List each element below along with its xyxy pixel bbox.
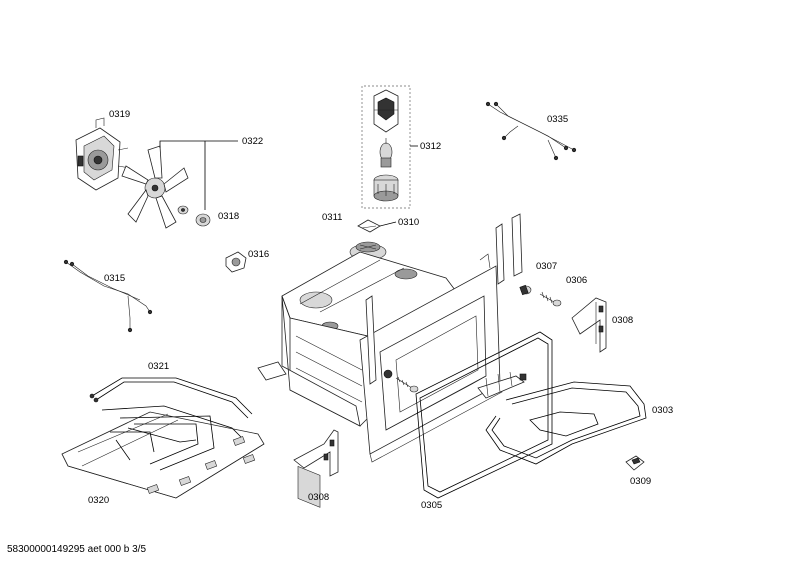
wire-harness-0315	[63, 259, 153, 333]
label-0321: 0321	[148, 361, 169, 372]
label-0306: 0306	[566, 275, 587, 286]
nut-part-0318	[195, 213, 211, 227]
label-0335: 0335	[547, 114, 568, 125]
label-0309: 0309	[630, 476, 651, 487]
drawing-reference-footer: 58300000149295 aet 000 b 3/5	[7, 544, 146, 555]
lamp-bulb-part	[379, 138, 393, 168]
screw-part-0306	[539, 291, 562, 307]
bracket-part-0311	[357, 219, 381, 233]
grill-heater-part-0321	[89, 377, 253, 471]
fan-wheel-part	[121, 145, 189, 229]
lamp-socket-part	[373, 174, 399, 202]
heater-frame-part-0305	[415, 331, 553, 499]
bracket-part-0308-right	[571, 297, 607, 353]
sensor-part-0316	[225, 251, 247, 273]
label-0308-right: 0308	[612, 315, 633, 326]
screw-part-front	[383, 369, 419, 393]
label-0316: 0316	[248, 249, 269, 260]
spacer-part-0307	[519, 284, 532, 296]
wire-rack-part-0320	[61, 411, 265, 499]
label-0308-bottom: 0308	[308, 492, 329, 503]
label-0311: 0311	[322, 212, 342, 223]
label-0303: 0303	[652, 405, 673, 416]
label-0305: 0305	[421, 500, 442, 511]
label-0315: 0315	[104, 273, 125, 284]
clip-part-0309	[625, 455, 645, 471]
wire-harness-0335	[485, 101, 577, 161]
label-0312: 0312	[420, 141, 441, 152]
fan-motor-part	[75, 117, 131, 191]
oven-cavity-part	[257, 213, 523, 508]
lamp-cover-part	[373, 89, 399, 133]
label-0319: 0319	[109, 109, 130, 120]
label-0307: 0307	[536, 261, 557, 272]
bracket-part-0308-bottom	[293, 429, 339, 477]
label-0310: 0310	[398, 217, 419, 228]
label-0318: 0318	[218, 211, 239, 222]
label-0322: 0322	[242, 136, 263, 147]
label-0320: 0320	[88, 495, 109, 506]
bottom-heater-part-0303	[477, 371, 647, 465]
